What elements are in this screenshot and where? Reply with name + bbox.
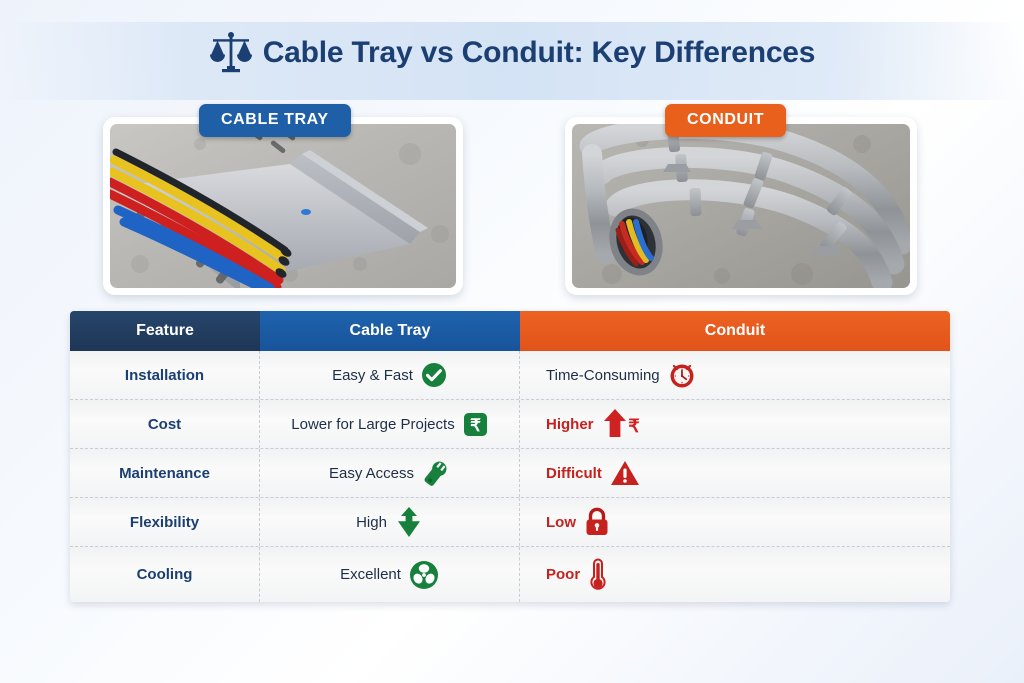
- cable-tray-value: Easy Access: [260, 449, 520, 497]
- green-wrench-icon: [424, 461, 447, 486]
- red-warning-triangle-icon: [610, 461, 639, 485]
- green-check-circle-icon: [421, 363, 446, 387]
- green-double-arrow-icon: [397, 507, 420, 537]
- conduit-value-text: Low: [546, 513, 576, 531]
- header-background-band: [0, 22, 1024, 100]
- cable-tray-value: Excellent: [260, 547, 520, 602]
- conduit-value: Low: [520, 498, 950, 546]
- page-header: Cable Tray vs Conduit: Key Differences: [0, 30, 1024, 76]
- cable-tray-photo-card: [103, 117, 463, 295]
- red-up-arrow-rupee-icon: ₹: [603, 409, 640, 437]
- conduit-value-text: Higher: [546, 415, 594, 433]
- cable-tray-value-text: Excellent: [340, 566, 401, 583]
- table-row: Cooling Excellent Poor: [70, 547, 950, 602]
- cable-tray-value-text: Easy & Fast: [332, 366, 413, 384]
- conduit-image: [572, 124, 910, 288]
- cable-tray-value: Easy & Fast: [260, 351, 520, 399]
- green-fan-circle-icon: [409, 560, 438, 589]
- feature-label: Cost: [70, 400, 260, 448]
- green-rupee-badge-icon: ₹: [463, 412, 487, 436]
- red-clock-icon: [670, 364, 694, 388]
- feature-label: Flexibility: [70, 498, 260, 546]
- conduit-value: Time-Consuming: [520, 351, 950, 399]
- cable-tray-value-text: Easy Access: [328, 464, 415, 482]
- column-header-conduit: Conduit: [520, 311, 950, 351]
- svg-text:₹: ₹: [470, 416, 481, 435]
- balance-scale-icon: [209, 30, 253, 76]
- feature-label: Installation: [70, 351, 260, 399]
- cable-tray-value: High: [260, 498, 520, 546]
- red-lock-icon: [586, 507, 608, 535]
- table-row: Flexibility High Low: [70, 498, 950, 547]
- table-row: Installation Easy & Fast Time-Consuming: [70, 351, 950, 400]
- conduit-value: Poor: [520, 547, 950, 602]
- svg-text:₹: ₹: [628, 416, 640, 436]
- comparison-table: Feature Cable Tray Conduit Installation …: [70, 311, 950, 602]
- conduit-value: Higher ₹: [520, 400, 950, 448]
- feature-label: Maintenance: [70, 449, 260, 497]
- red-thermometer-icon: [590, 557, 606, 590]
- cable-tray-value-text: High: [356, 513, 387, 531]
- conduit-value-text: Time-Consuming: [546, 366, 660, 384]
- cable-tray-value: Lower for Large Projects ₹: [260, 400, 520, 448]
- conduit-badge: CONDUIT: [665, 104, 787, 137]
- conduit-photo-card: [565, 117, 917, 295]
- cable-tray-badge: CABLE TRAY: [199, 104, 351, 137]
- conduit-value-text: Difficult: [546, 464, 602, 482]
- column-header-feature: Feature: [70, 311, 260, 351]
- column-header-cable-tray: Cable Tray: [260, 311, 520, 351]
- page-title: Cable Tray vs Conduit: Key Differences: [262, 36, 816, 69]
- table-header-row: Feature Cable Tray Conduit: [70, 311, 950, 351]
- table-row: Maintenance Easy Access Difficult: [70, 449, 950, 498]
- cable-tray-image: [110, 124, 456, 288]
- table-row: Cost Lower for Large Projects ₹ Higher ₹: [70, 400, 950, 449]
- feature-label: Cooling: [70, 547, 260, 602]
- conduit-value-text: Poor: [546, 566, 581, 583]
- conduit-value: Difficult: [520, 449, 950, 497]
- cable-tray-value-text: Lower for Large Projects: [291, 415, 455, 433]
